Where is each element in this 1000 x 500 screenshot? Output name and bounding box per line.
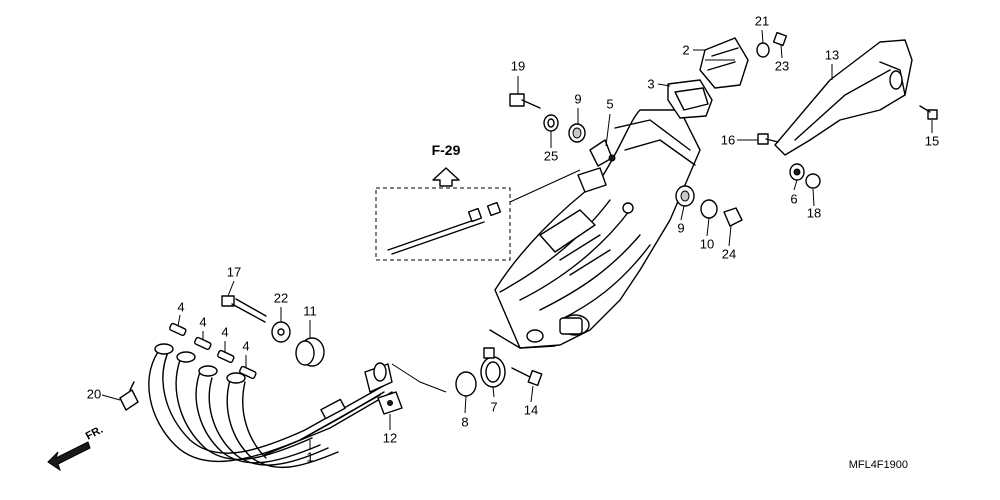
callout-4c: 4 (221, 324, 228, 339)
callout-2: 2 (682, 42, 689, 57)
callout-10: 10 (700, 236, 714, 251)
callout-12: 12 (383, 430, 397, 445)
callouts: 1 2 3 4 4 4 4 5 6 7 8 9 9 10 11 12 13 (87, 13, 939, 464)
bolt-16 (757, 133, 779, 145)
rubber-9-upper (568, 123, 586, 143)
callout-6: 6 (790, 191, 797, 206)
bolt-21 (756, 42, 770, 58)
bolt-23 (772, 31, 788, 47)
callout-15: 15 (925, 133, 939, 148)
clamp-7 (480, 347, 506, 388)
callout-3: 3 (647, 76, 654, 91)
reference-label: F-29 (432, 142, 461, 158)
callout-1: 1 (306, 449, 313, 464)
callout-16: 16 (721, 132, 735, 147)
callout-25: 25 (544, 148, 558, 163)
bolt-19 (509, 93, 541, 109)
callout-9b: 9 (677, 220, 684, 235)
bolt-20 (119, 381, 139, 411)
exhaust-gaskets (169, 322, 257, 380)
callout-4b: 4 (199, 314, 206, 329)
nut-24 (723, 207, 743, 227)
callout-18: 18 (807, 205, 821, 220)
collar-11 (295, 337, 325, 367)
ring-8 (455, 371, 477, 397)
bolt-14 (511, 367, 543, 387)
callout-17: 17 (227, 264, 241, 279)
front-label: FR. (84, 424, 105, 443)
callout-4a: 4 (177, 299, 184, 314)
bracket-12 (377, 391, 403, 415)
collar-6 (789, 163, 805, 181)
heat-shield-13 (774, 39, 913, 156)
callout-22: 22 (274, 290, 288, 305)
callout-8: 8 (461, 414, 468, 429)
bolt-15 (919, 105, 938, 120)
callout-13: 13 (825, 47, 839, 62)
diagram-code: MFL4F1900 (849, 459, 908, 471)
collar-10 (700, 199, 718, 219)
callout-11: 11 (303, 303, 317, 318)
callout-21: 21 (755, 13, 769, 28)
callout-5: 5 (606, 96, 613, 111)
callout-24: 24 (722, 246, 736, 261)
cover-2 (699, 37, 749, 89)
reference-box (375, 169, 581, 261)
callout-19: 19 (511, 58, 525, 73)
callout-14: 14 (524, 402, 538, 417)
gasket-3 (667, 79, 713, 119)
reference-arrow (432, 167, 460, 187)
rubber-22 (271, 321, 291, 343)
callout-20: 20 (87, 386, 101, 401)
rubber-9-lower (675, 185, 695, 207)
bolt-17 (221, 295, 267, 323)
callout-9a: 9 (574, 91, 581, 106)
exhaust-header-pipes (148, 343, 393, 469)
callout-23: 23 (775, 58, 789, 73)
callout-4d: 4 (242, 338, 249, 353)
bolt-18 (805, 173, 821, 189)
front-arrow-icon (47, 441, 91, 472)
washer-25 (543, 114, 559, 132)
muffler (489, 109, 701, 349)
callout-7: 7 (490, 399, 497, 414)
